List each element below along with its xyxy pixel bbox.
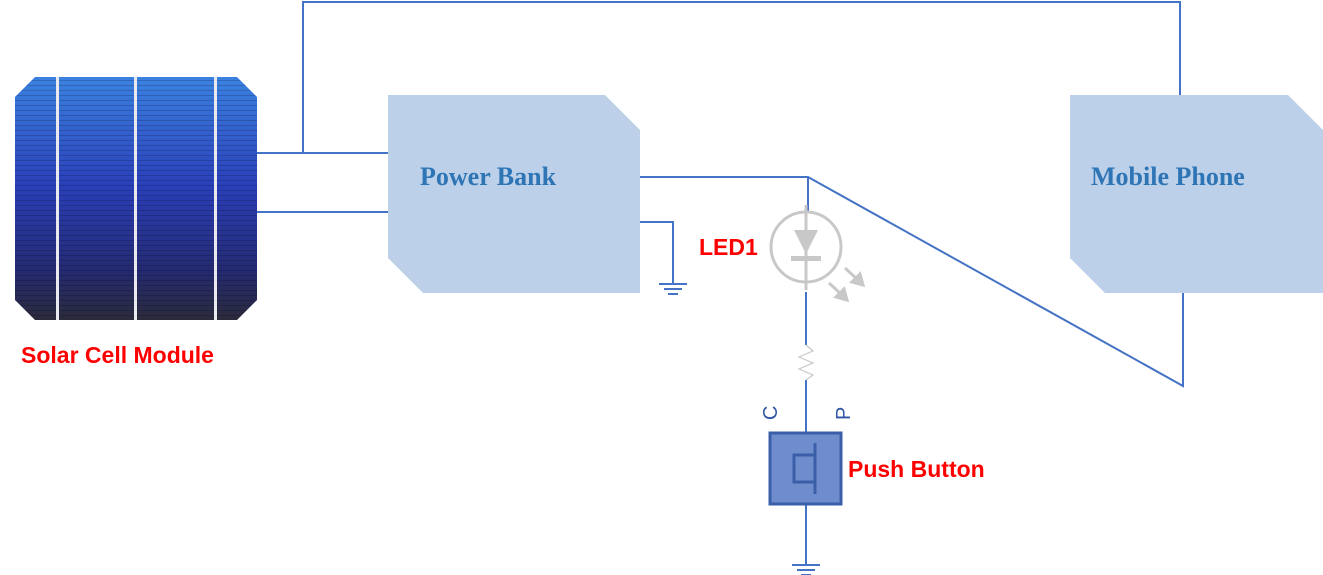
pin-c-label: C (760, 406, 782, 420)
wires (257, 1, 1184, 565)
solar-cell-label: Solar Cell Module (21, 342, 214, 368)
mobile-phone-block (1070, 95, 1323, 293)
solar-cell-module (15, 77, 257, 320)
power-bank-block (388, 95, 640, 293)
ground-icon (659, 283, 687, 295)
wire (605, 176, 1184, 388)
busbar (56, 77, 59, 320)
resistor-icon (797, 344, 815, 381)
power-bank-label: Power Bank (420, 162, 557, 191)
busbar (134, 77, 137, 320)
wire (302, 1, 1181, 153)
push-button-label: Push Button (848, 456, 985, 482)
ground-icon (792, 564, 820, 575)
led-label: LED1 (699, 234, 758, 260)
push-button-icon (768, 431, 843, 506)
mobile-phone-label: Mobile Phone (1091, 162, 1245, 191)
led-icon (769, 205, 866, 303)
busbar (214, 77, 217, 320)
pin-p-label: P (833, 407, 855, 420)
